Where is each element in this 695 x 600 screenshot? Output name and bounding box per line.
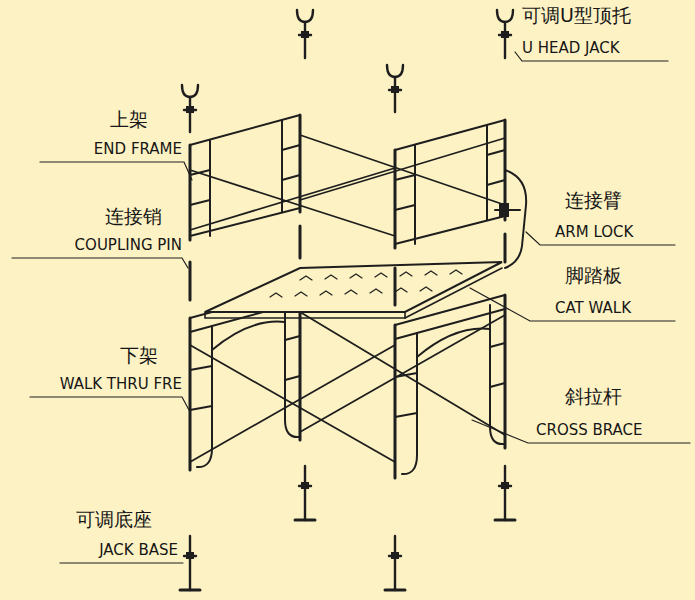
walk-thru-frame-label: WALK THRU FRE <box>60 375 182 393</box>
arm-lock <box>495 170 526 268</box>
arm-lock-label: ARM LOCK <box>555 223 633 241</box>
walk-thru-frame-label-cn: 下架 <box>120 344 158 367</box>
jack-base-label: JACK BASE <box>99 541 178 559</box>
end-frame-label: END FRAME <box>94 140 182 158</box>
cat-walk-label: CAT WALK <box>555 299 631 317</box>
cross-brace-label-cn: 斜拉杆 <box>565 385 622 408</box>
coupling-pins <box>190 226 505 305</box>
end-frames <box>190 115 505 248</box>
cross-braces-upper <box>190 135 505 236</box>
u-head-jacks <box>182 10 513 132</box>
jack-bases <box>180 466 515 590</box>
walk-thru-frames <box>190 288 505 478</box>
leader-lines <box>12 52 690 563</box>
coupling-pin-label: COUPLING PIN <box>75 236 182 254</box>
coupling-pin-label-cn: 连接销 <box>105 205 162 228</box>
cat-walk-plank <box>205 262 502 318</box>
cat-walk-label-cn: 脚踏板 <box>565 264 622 287</box>
jack-base-label-cn: 可调底座 <box>76 508 152 531</box>
arm-lock-label-cn: 连接臂 <box>565 189 622 212</box>
end-frame-label-cn: 上架 <box>110 108 148 131</box>
cross-braces-lower <box>190 312 505 462</box>
cross-brace-label: CROSS BRACE <box>536 421 643 439</box>
u-head-jack-label-cn: 可调U型顶托 <box>522 4 631 27</box>
u-head-jack-label: U HEAD JACK <box>522 39 620 57</box>
